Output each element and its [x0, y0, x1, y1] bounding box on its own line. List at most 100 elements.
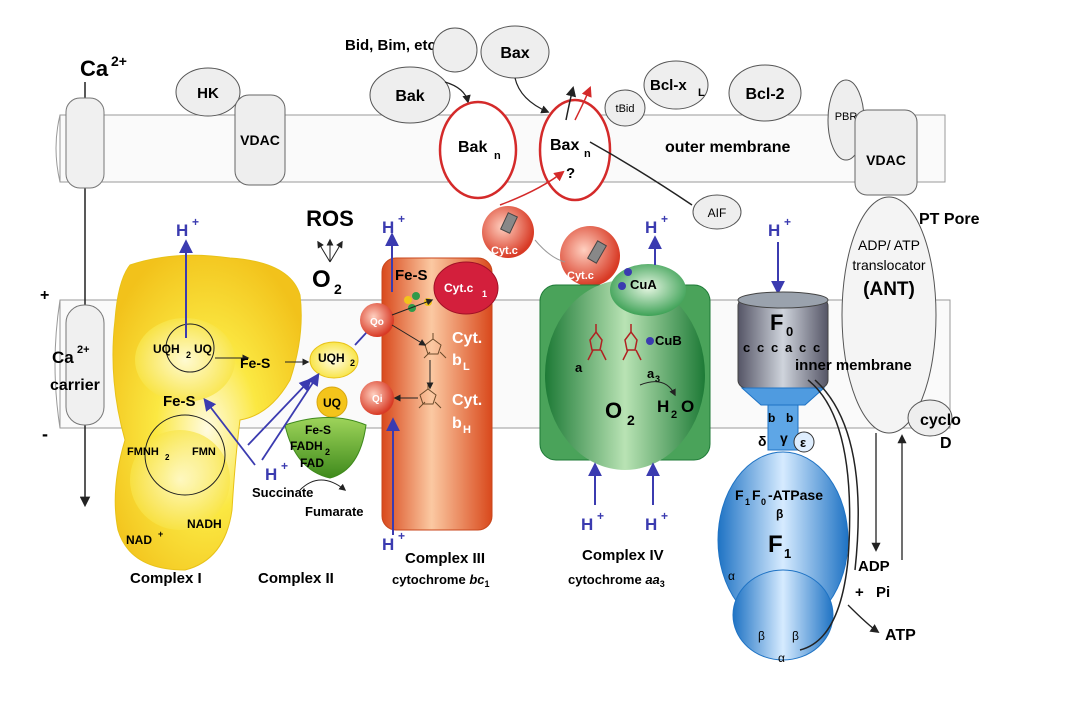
ciii-hplus-sup: + [398, 212, 405, 226]
uqh2-pool [309, 341, 359, 379]
fes-ci: Fe-S [163, 393, 196, 410]
outer-membrane-label: outer membrane [665, 139, 790, 156]
complex-iii-sub: cytochrome bc1 [392, 572, 490, 589]
heme-bl-icon [423, 333, 447, 359]
cyclo-d-label: D [940, 435, 952, 452]
o2-ros-label: O [312, 266, 331, 293]
stalk-flare [740, 387, 826, 406]
vdac-right-label: VDAC [866, 152, 906, 168]
atpase-hplus: H [768, 221, 780, 240]
cua-center [618, 282, 626, 290]
f0-sub: 0 [786, 324, 793, 339]
cub-label: CuB [655, 333, 682, 348]
cyclo-d-node [907, 399, 953, 437]
uqh2-pool-sub: 2 [350, 358, 355, 368]
tbid-label: tBid [616, 103, 635, 115]
fadh2-cii-sub: 2 [325, 447, 330, 457]
ca-carrier-top: Ca [52, 348, 74, 367]
ros-label: ROS [306, 206, 354, 231]
cytc-label-1: Cyt.c [491, 245, 518, 257]
civ-hplus-in-1-sup: + [597, 509, 604, 523]
civ-hplus-in-2-sup: + [661, 509, 668, 523]
atpase-hplus-sup: + [784, 215, 791, 229]
c-subunit-a: a [785, 340, 793, 355]
aif-label: AIF [708, 206, 727, 220]
cyt-bh-b: b [452, 415, 462, 432]
succinate-arrow [299, 479, 347, 491]
beta-label-3: β [792, 629, 799, 643]
fadh2-cii: FADH [290, 439, 323, 453]
atp-label: ATP [885, 627, 916, 644]
pi-plus: + [855, 584, 864, 601]
bid-bim-label: Bid, Bim, etc. [345, 37, 440, 54]
heme-a-icon [587, 324, 607, 361]
fes-ciii: Fe-S [395, 267, 428, 284]
bax-n-label: Bax [550, 137, 579, 154]
ciii-hplus-in: H [382, 535, 394, 554]
cytc-release-arrow [499, 170, 565, 206]
bak-n-sub: n [494, 150, 501, 162]
f1f0-label-f: F [735, 487, 744, 503]
cytc1-sub: 1 [482, 289, 487, 299]
adp-label: ADP [858, 558, 890, 575]
cyt-bh-label: Cyt. [452, 392, 482, 409]
beta-label-2: β [758, 629, 765, 643]
b-subunit-2: b [786, 411, 793, 425]
aif-node [692, 194, 742, 230]
cii-hplus-sup: + [281, 459, 288, 473]
cyclo-label: cyclo [920, 412, 961, 429]
fmn-ci: FMN [192, 446, 216, 458]
complex-ii-label: Complex II [258, 570, 334, 587]
epsilon-subunit [793, 431, 815, 453]
bax-out-arrow-black [565, 85, 577, 121]
bclxl-sub: L [698, 87, 705, 99]
delta-label: δ [758, 433, 767, 449]
cyt-bl-label: Cyt. [452, 330, 482, 347]
complex-iii-electron-path [391, 298, 434, 402]
complex-i [112, 254, 302, 571]
c-subunits: c c c a c c [743, 340, 820, 355]
epsilon-label: ε [800, 435, 806, 450]
f1f0-label-f0: F [752, 487, 761, 503]
bak-node [369, 66, 451, 124]
atp-synthesis-arrow [847, 604, 880, 634]
hk-node [175, 67, 241, 117]
c-subunit-3: c [771, 340, 778, 355]
cua-center-2 [624, 268, 632, 276]
f1f0-label-0: 0 [761, 497, 766, 507]
o2-to-h2o-arrow [639, 381, 676, 397]
o2-civ-sub: 2 [627, 412, 635, 428]
plus-sign: + [40, 287, 49, 304]
fes-link: Fe-S [240, 355, 270, 371]
bcl2-node [728, 64, 802, 122]
cyt-bl-sub: L [463, 361, 470, 373]
c-subunit-5: c [813, 340, 820, 355]
pi-label: Pi [876, 584, 890, 601]
qo-site [360, 303, 394, 337]
cub-center [646, 337, 654, 345]
ciii-hplus-in-sup: + [398, 529, 405, 543]
fad-cii: FAD [300, 456, 324, 470]
ant-label: (ANT) [863, 279, 915, 300]
heme-a3-icon [622, 324, 642, 361]
bak-n-label: Bak [458, 139, 487, 156]
heme-a3-sub: 3 [655, 374, 660, 384]
alpha-label-1: α [728, 569, 735, 583]
complex-i-cycles [144, 323, 226, 496]
beta-label: β [776, 507, 783, 521]
cytc-transfer-arrow [534, 239, 566, 263]
h2o-o: O [681, 397, 694, 416]
f1-lower [732, 569, 834, 661]
bclxl-label: Bcl-x [650, 77, 687, 94]
ci-hplus: H [176, 221, 188, 240]
succinate-label: Succinate [252, 485, 313, 500]
uq-ci: UQ [194, 342, 212, 356]
ca-charge: 2+ [111, 53, 127, 69]
ci-hplus-sup: + [192, 215, 199, 229]
uq-pool-label: UQ [323, 396, 341, 410]
ros-arrows [317, 238, 343, 263]
complex-ii-body [284, 417, 367, 479]
tbid-node [604, 89, 646, 127]
